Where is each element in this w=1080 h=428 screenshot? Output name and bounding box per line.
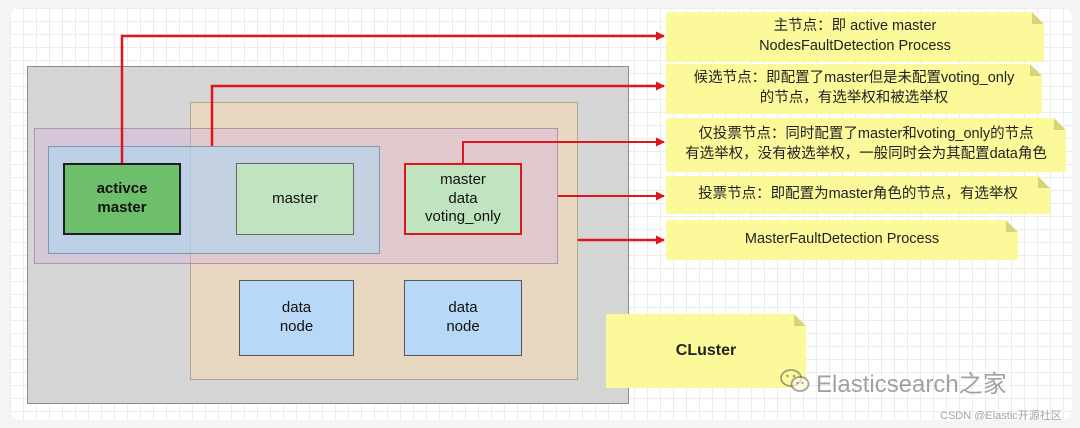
data-node-2: data node: [404, 280, 522, 356]
watermark: Elasticsearch之家: [780, 363, 1007, 399]
wechat-icon: [780, 368, 810, 394]
voting-only-node-note: 仅投票节点：同时配置了master和voting_only的节点 有选举权，没有…: [666, 118, 1066, 172]
arrow-active-master-to-main-node-note: [120, 31, 665, 163]
voting-node-note: 投票节点：即配置为master角色的节点，有选举权: [666, 176, 1050, 214]
main-node-note: 主节点：即 active master NodesFaultDetection …: [666, 12, 1044, 62]
master-node: master: [236, 163, 354, 235]
master-data-voting-only-node: master data voting_only: [404, 163, 522, 235]
diagram-canvas: activce master master master data voting…: [10, 8, 1072, 420]
watermark-text: Elasticsearch之家: [816, 370, 1007, 398]
active-master-node: activce master: [63, 163, 181, 235]
arrow-master-group-to-candidate-note: [210, 81, 665, 146]
footnote-credit: CSDN @Elastic开源社区: [940, 410, 1062, 420]
cluster-note: CLuster: [606, 314, 806, 388]
arrow-voting-only-to-voting-only-note: [462, 137, 665, 163]
candidate-node-note: 候选节点：即配置了master但是未配置voting_only 的节点，有选举权…: [666, 64, 1042, 114]
master-fault-detection-note: MasterFaultDetection Process: [666, 220, 1018, 260]
data-node-1: data node: [239, 280, 354, 356]
connector-arrows: [120, 31, 665, 245]
